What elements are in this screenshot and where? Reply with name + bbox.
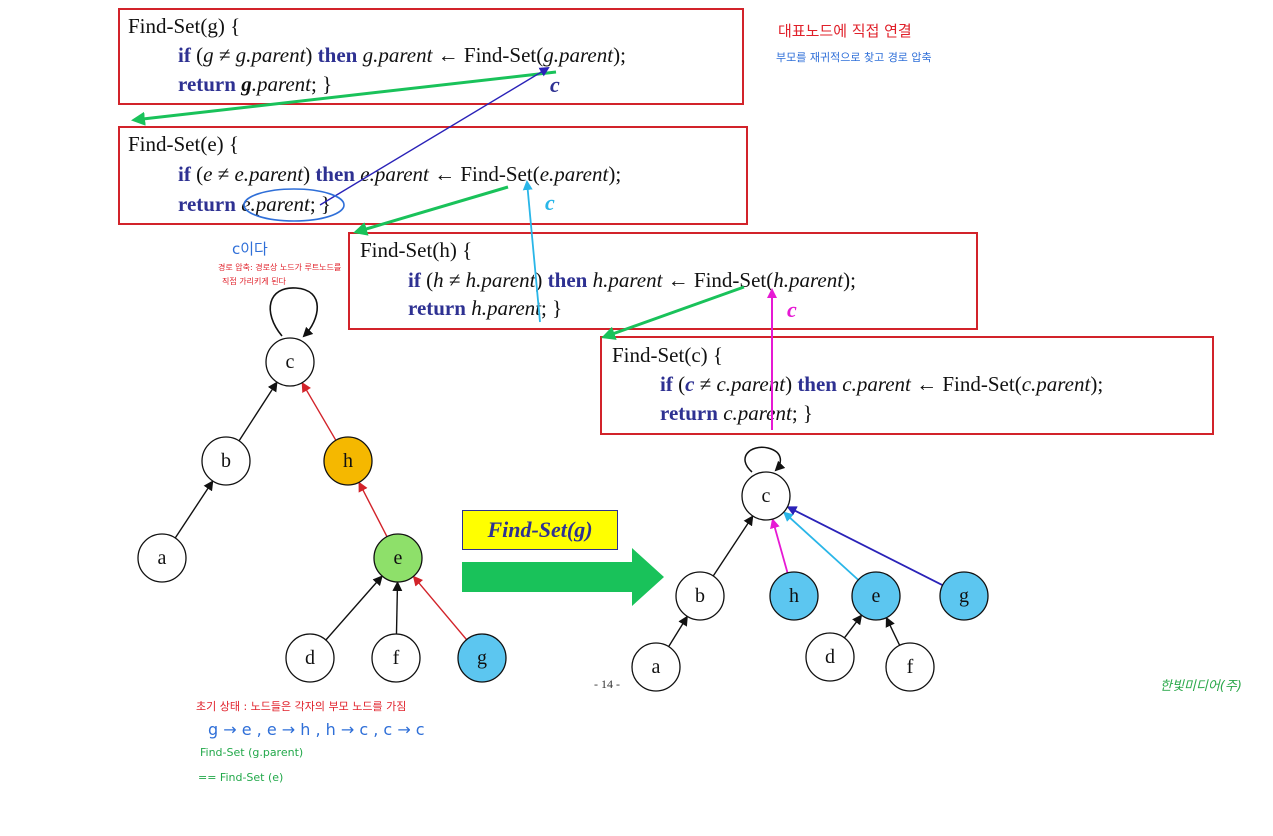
tree-before-node-d <box>285 633 335 683</box>
tree-before-node-label-g: g <box>477 647 487 669</box>
code-header-h: Find-Set(h) { <box>360 238 473 262</box>
annotation-blue-c: c이다 <box>232 240 268 258</box>
tree-before-edge-g-e <box>412 575 468 641</box>
tree-after-node-label-a: a <box>652 656 661 678</box>
tree-after-edge-b-c <box>712 515 754 577</box>
annotation-bottom-blue: g → e , e → h , h → c , c → c <box>208 720 425 739</box>
code-box-find-set-h: Find-Set(h) { if (h ≠ h.parent) then h.p… <box>348 232 978 330</box>
tree-after-node-label-g: g <box>959 585 969 607</box>
tree-after-node-label-b: b <box>695 585 705 607</box>
tree-before-node-e <box>373 533 423 583</box>
tree-before-edge-d-e <box>325 575 383 641</box>
tree-after-edge-d-e <box>843 614 863 639</box>
tree-before-node-c <box>265 337 315 387</box>
tree-after-node-label-f: f <box>907 656 914 678</box>
tree-after-edge-a-b <box>668 615 688 647</box>
code-box-find-set-g: Find-Set(g) { if (g ≠ g.parent) then g.p… <box>118 8 744 105</box>
tree-after-node-label-e: e <box>872 585 881 607</box>
tree-after-node-label-d: d <box>825 646 835 668</box>
annotation-top-blue: 부모를 재귀적으로 찾고 경로 압축 <box>776 51 932 64</box>
call-arrow-h-to-c <box>601 285 745 340</box>
tree-before-edge-h-c <box>301 381 337 441</box>
tree-before-node-label-h: h <box>343 450 353 472</box>
tree-after-node-a <box>631 642 681 692</box>
tree-after-self-loop-c <box>744 446 786 473</box>
return-arrow-cyan <box>522 180 541 323</box>
code-if-line-e: if (e ≠ e.parent) then e.parent ← Find-S… <box>178 162 622 186</box>
tree-after-node-e <box>851 571 901 621</box>
tree-before-edge-a-b <box>174 480 214 539</box>
tree-after-edge-e-c <box>783 511 859 581</box>
tree-after-edge-g-c <box>786 506 943 586</box>
tree-before-edge-f-e <box>392 580 403 635</box>
call-arrow-e-to-h <box>353 185 509 236</box>
tree-after-node-g <box>939 571 989 621</box>
tree-after-node-b <box>675 571 725 621</box>
circle-highlight-e-parent <box>243 188 345 222</box>
tree-after-edge-h-c <box>770 518 789 574</box>
tree-before-node-a <box>137 533 187 583</box>
return-label-c-2: c <box>545 190 555 215</box>
return-arrow-navy <box>319 66 550 206</box>
call-arrow-g-to-e <box>131 70 557 126</box>
tree-after-edge-f-e <box>885 616 901 646</box>
annotation-red-small-1: 경로 압축: 경로상 노드가 루트노드를 <box>218 263 342 272</box>
code-header-e: Find-Set(e) { <box>128 132 239 156</box>
tree-before-node-f <box>371 633 421 683</box>
tree-after-node-label-h: h <box>789 585 799 607</box>
code-if-line-g: if (g ≠ g.parent) then g.parent ← Find-S… <box>178 43 626 67</box>
code-return-line-h: return h.parent; } <box>408 296 563 320</box>
tree-after-node-label-c: c <box>762 485 771 507</box>
code-if-line-c: if (c ≠ c.parent) then c.parent ← Find-S… <box>660 372 1104 396</box>
tree-after-node-d <box>805 632 855 682</box>
tree-before-node-label-a: a <box>158 547 167 569</box>
transform-label: Find-Set(g) <box>462 510 618 550</box>
tree-before-node-label-d: d <box>305 647 315 669</box>
tree-before-self-loop-c <box>269 287 319 338</box>
code-header-c: Find-Set(c) { <box>612 343 723 367</box>
return-label-c-1: c <box>550 72 560 97</box>
tree-before-node-label-e: e <box>394 547 403 569</box>
annotation-bottom-red: 초기 상태 : 노드들은 각자의 부모 노드를 가짐 <box>196 700 407 713</box>
annotation-bottom-green-2: == Find-Set (e) <box>198 771 284 784</box>
tree-before-node-b <box>201 436 251 486</box>
tree-before-edge-b-c <box>238 381 278 442</box>
tree-before-node-h <box>323 436 373 486</box>
tree-before-node-g <box>457 633 507 683</box>
code-if-line-h: if (h ≠ h.parent) then h.parent ← Find-S… <box>408 268 856 292</box>
tree-after-node-h <box>769 571 819 621</box>
code-box-find-set-c: Find-Set(c) { if (c ≠ c.parent) then c.p… <box>600 336 1214 435</box>
code-return-line-e: return e.parent; } <box>178 192 331 216</box>
tree-before-node-label-f: f <box>393 647 400 669</box>
return-label-c-3: c <box>787 297 797 322</box>
annotation-bottom-green-1: Find-Set (g.parent) <box>200 746 304 759</box>
code-header-g: Find-Set(g) { <box>128 14 241 38</box>
annotation-red-small-2: 직접 가리키게 된다 <box>222 277 286 286</box>
publisher-logo-text: 한빛미디어(주) <box>1160 679 1242 694</box>
tree-before-edge-e-h <box>358 481 388 537</box>
annotation-top-red: 대표노드에 직접 연결 <box>778 22 912 40</box>
transform-arrow <box>462 548 664 606</box>
tree-after-node-c <box>741 471 791 521</box>
code-return-line-c: return c.parent; } <box>660 401 813 425</box>
tree-before-node-label-b: b <box>221 450 231 472</box>
page-number: - 14 - <box>594 677 620 691</box>
tree-before-node-label-c: c <box>286 351 295 373</box>
code-return-line-g: return g.parent; } <box>178 72 333 96</box>
tree-after-node-f <box>885 642 935 692</box>
